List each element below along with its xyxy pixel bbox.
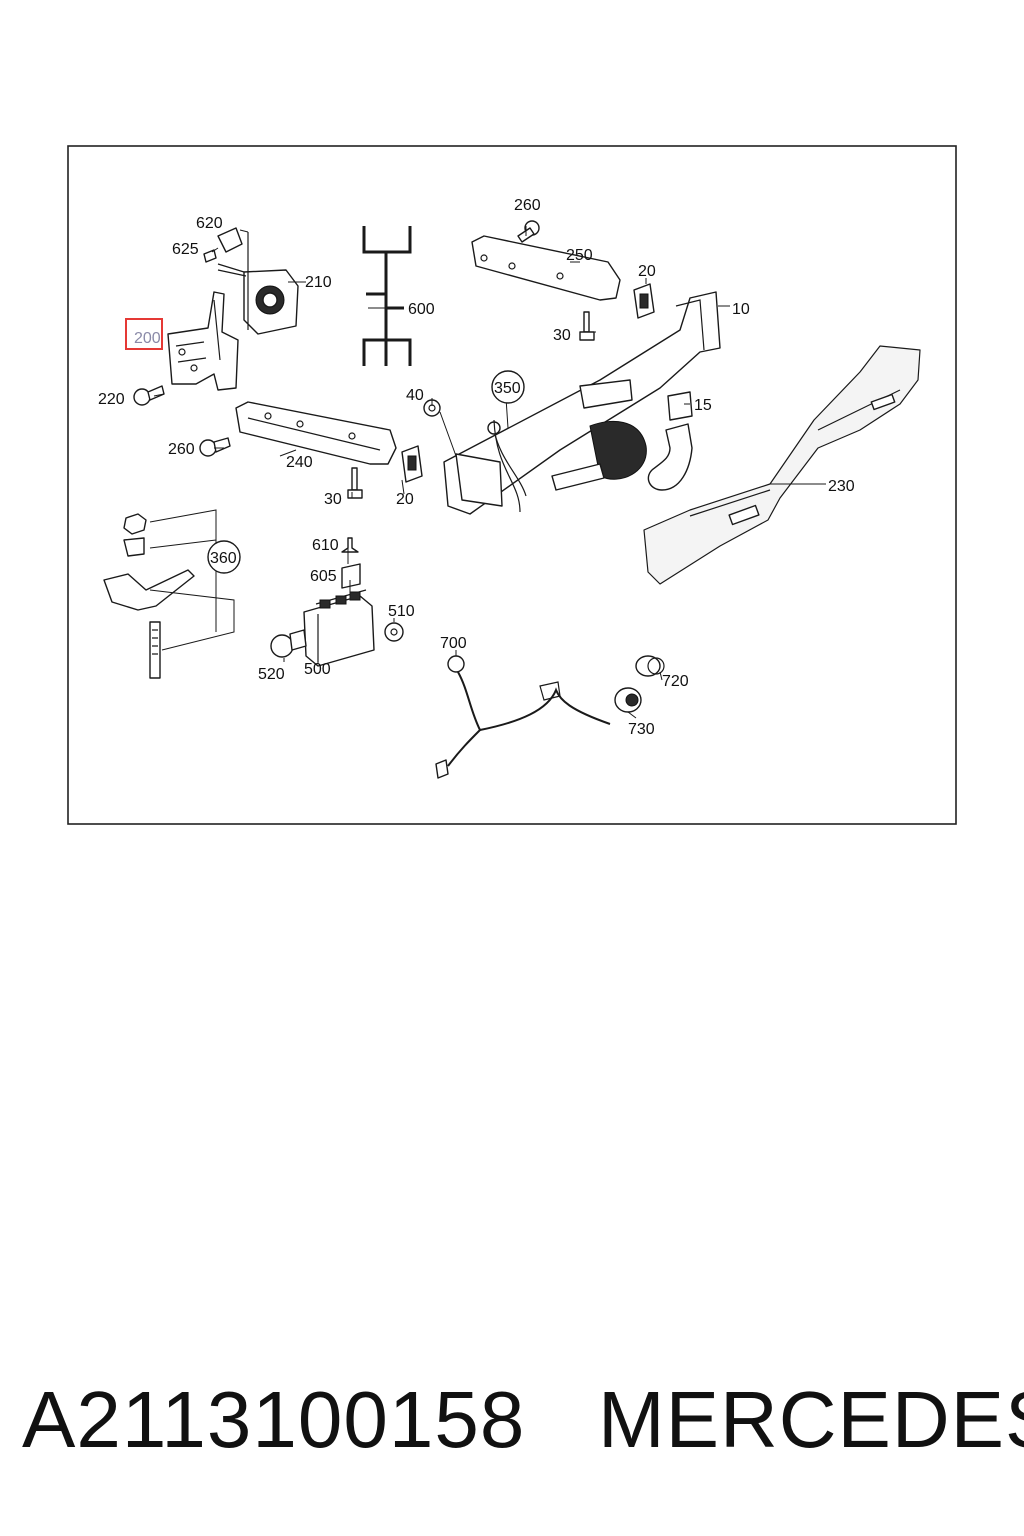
part-700-harness[interactable] — [435, 655, 611, 779]
callout-20-right[interactable]: 20 — [638, 263, 656, 280]
part-10-crossmember[interactable] — [443, 291, 721, 515]
callout-605[interactable]: 605 — [310, 568, 337, 585]
part-260-bolt-left[interactable] — [199, 437, 231, 457]
callout-700[interactable]: 700 — [440, 635, 467, 652]
callout-30-right[interactable]: 30 — [553, 327, 571, 344]
part-610-pin[interactable] — [341, 537, 359, 553]
part-20-plate-right[interactable] — [633, 283, 655, 319]
part-30-bolt-left[interactable] — [347, 467, 363, 499]
callout-220[interactable]: 220 — [98, 391, 125, 408]
part-720-cap[interactable] — [635, 655, 665, 677]
callout-230[interactable]: 230 — [828, 478, 855, 495]
part-240-rail[interactable] — [235, 401, 397, 465]
part-500-module[interactable] — [303, 589, 375, 667]
part-220-bolt[interactable] — [133, 385, 165, 406]
callout-350-circle — [491, 370, 525, 404]
callout-210[interactable]: 210 — [305, 274, 332, 291]
part-620-clip[interactable] — [217, 227, 243, 253]
callout-730[interactable]: 730 — [628, 721, 655, 738]
callout-620[interactable]: 620 — [196, 215, 223, 232]
part-number: A2113100158 — [22, 1375, 526, 1464]
callout-260-top[interactable]: 260 — [514, 197, 541, 214]
callout-15[interactable]: 15 — [694, 397, 712, 414]
part-625-screw[interactable] — [203, 249, 217, 263]
part-600-symbol — [362, 226, 412, 366]
part-605-connector[interactable] — [341, 563, 361, 589]
part-230-bumper-beam[interactable] — [643, 345, 921, 585]
callout-625[interactable]: 625 — [172, 241, 199, 258]
callout-510[interactable]: 510 — [388, 603, 415, 620]
callout-360-circle — [207, 540, 241, 574]
part-260-bolt-top[interactable] — [517, 220, 540, 243]
callout-350[interactable]: 350 — [494, 380, 521, 397]
parts-diagram: 620 625 210 200 220 600 260 250 20 10 30… — [67, 145, 957, 825]
callout-610[interactable]: 610 — [312, 537, 339, 554]
callout-30-left[interactable]: 30 — [324, 491, 342, 508]
callout-200[interactable]: 200 — [134, 330, 161, 347]
callout-250[interactable]: 250 — [566, 247, 593, 264]
callout-260-left[interactable]: 260 — [168, 441, 195, 458]
part-20-plate-left[interactable] — [401, 445, 423, 483]
callout-240[interactable]: 240 — [286, 454, 313, 471]
part-520-clip[interactable] — [270, 629, 307, 658]
callout-720[interactable]: 720 — [662, 673, 689, 690]
callout-360[interactable]: 360 — [210, 550, 237, 567]
callout-40[interactable]: 40 — [406, 387, 424, 404]
diagram-frame — [67, 145, 957, 825]
part-210-socket[interactable] — [217, 232, 299, 335]
part-360-stud-assembly[interactable] — [103, 509, 235, 679]
callout-600[interactable]: 600 — [408, 301, 435, 318]
footer-caption: A2113100158 MERCEDES — [0, 1370, 1024, 1480]
part-200-bracket[interactable] — [167, 291, 239, 391]
part-15-towball[interactable] — [647, 391, 693, 491]
leader-lines — [153, 226, 826, 719]
callout-500[interactable]: 500 — [304, 661, 331, 678]
callout-10[interactable]: 10 — [732, 301, 750, 318]
part-730-socket[interactable] — [614, 687, 642, 713]
part-250-rail[interactable] — [471, 235, 621, 301]
callout-20-left[interactable]: 20 — [396, 491, 414, 508]
part-350-loom[interactable] — [493, 419, 521, 513]
part-30-bolt-right[interactable] — [579, 311, 595, 341]
callout-520[interactable]: 520 — [258, 666, 285, 683]
brand-name: MERCEDES — [598, 1375, 1024, 1464]
part-510-grommet[interactable] — [384, 622, 404, 642]
callout-200-highlight — [125, 318, 163, 350]
